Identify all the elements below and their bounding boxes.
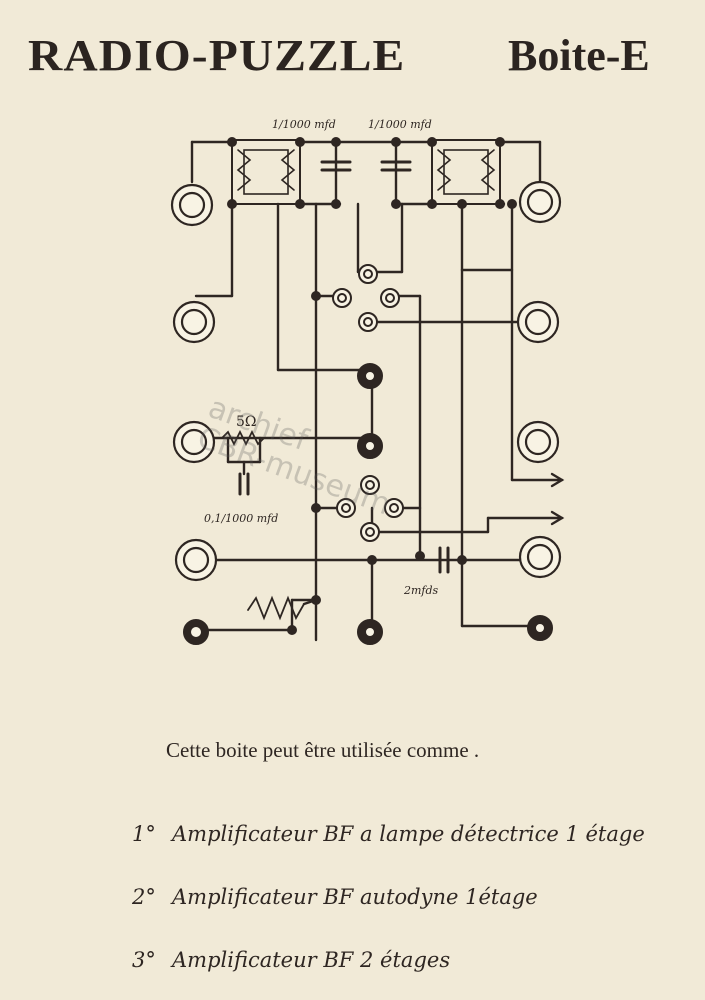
use-item: 3° Amplificateur BF 2 étages [132,948,450,972]
cap-label-bottom: 2mfds [404,584,439,597]
use-number: 1° [132,822,156,846]
use-number: 2° [132,885,156,909]
box-label: Boite-E [508,31,650,80]
resistor-label: 5Ω [236,414,257,430]
variable-resistor [247,595,305,621]
junction-dot [227,137,517,635]
use-item: 2° Amplificateur BF autodyne 1étage [132,885,538,909]
page-title: RADIO-PUZZLE [28,31,406,80]
transformer-left [231,139,301,205]
use-text: Amplificateur BF 2 étages [172,948,451,972]
cap-label-top-right: 1/1000 mfd [368,118,432,131]
terminal-small [332,264,404,542]
terminal-large [170,180,562,582]
terminal-dark [183,363,553,645]
cap-label-left: 0,1/1000 mfd [204,512,279,525]
resistor-5-ohm [221,429,265,447]
intro-text: Cette boite peut être utilisée comme . [166,738,480,762]
cap-label-top-left: 1/1000 mfd [272,118,336,131]
use-number: 3° [132,948,156,972]
use-item: 1° Amplificateur BF a lampe détectrice 1 … [132,822,645,846]
use-text: Amplificateur BF autodyne 1étage [172,885,538,909]
use-text: Amplificateur BF a lampe détectrice 1 ét… [172,822,645,846]
